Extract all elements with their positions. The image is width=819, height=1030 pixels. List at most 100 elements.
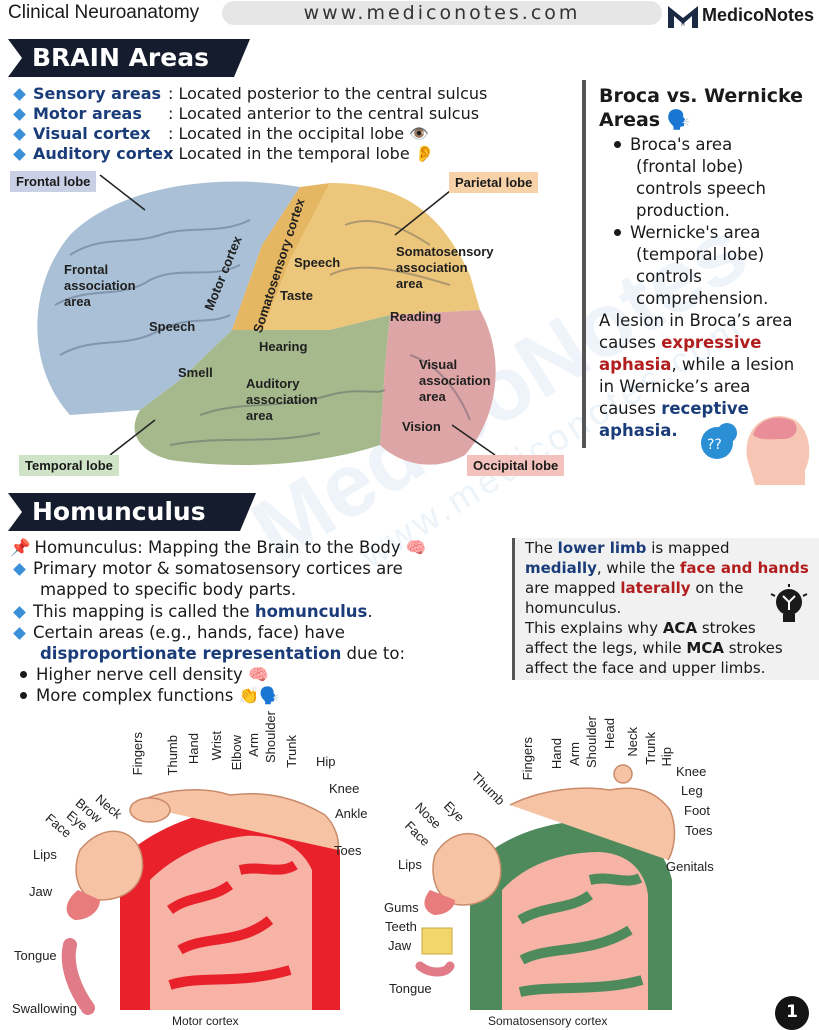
sub-bullet-density: Higher nerve cell density 🧠 [14, 665, 269, 685]
diamond-bullet-icon [13, 87, 26, 101]
svg-text:??: ?? [707, 437, 722, 453]
frontal-lobe-region [37, 181, 301, 415]
motor-label-arm: Arm [246, 733, 261, 757]
brand-logo[interactable]: M MedicoNotes [666, 0, 816, 30]
sensory-label-lips: Lips [398, 857, 422, 872]
occipital-lobe-tag: Occipital lobe [467, 455, 565, 476]
motor-label-thumb: Thumb [165, 735, 180, 776]
sensory-label-knee: Knee [676, 764, 707, 779]
motor-label-lips: Lips [33, 847, 57, 862]
sensory-label-toes: Toes [685, 823, 713, 838]
label-hearing: Hearing [259, 339, 308, 354]
bullet-auditory: Auditory cortex: Located in the temporal… [12, 144, 435, 164]
sensory-label-foot: Foot [684, 803, 711, 818]
homunculus-bullet-mapping: This mapping is called the homunculus. [12, 602, 373, 622]
frontal-lobe-tag: Frontal lobe [10, 171, 97, 192]
motor-label-fingers: Fingers [130, 732, 145, 776]
parietal-lobe-tag: Parietal lobe [449, 172, 539, 193]
label-vision: Vision [402, 419, 441, 434]
lesion-text: in Wernicke’s area [599, 377, 751, 396]
motor-face [75, 830, 144, 901]
homunculus-bullet-areas: Certain areas (e.g., hands, face) have [12, 623, 345, 643]
temporal-lobe-tag: Temporal lobe [19, 455, 119, 476]
label-taste: Taste [280, 288, 313, 303]
broca-item-line: controls speech [636, 179, 766, 198]
sensory-label-jaw: Jaw [388, 938, 412, 953]
diamond-bullet-icon [13, 147, 26, 161]
bullet-motor: Motor areas: Located anterior to the cen… [12, 104, 479, 124]
broca-item-line: (frontal lobe) [636, 157, 744, 176]
homunculus-banner: Homunculus [8, 493, 256, 531]
temporal-lobe-region [134, 315, 390, 465]
parietal-lobe-region [262, 183, 480, 333]
wernicke-item-line: controls [636, 267, 702, 286]
site-url[interactable]: www.mediconotes.com [222, 1, 662, 25]
brain-areas-banner: BRAIN Areas [8, 39, 250, 77]
motor-label-hand: Hand [186, 733, 201, 765]
label-speech-broca: Speech [149, 319, 196, 334]
homunculus-bullet-cortices-cont: mapped to specific body parts. [40, 580, 297, 599]
bullet-visual: Visual cortex: Located in the occipital … [12, 124, 429, 144]
motor-homunculus-figure [61, 789, 340, 1015]
bullet-dot-icon [20, 692, 27, 699]
sub-bullet-functions: More complex functions 👏🗣️ [14, 686, 280, 706]
sensory-label-hip: Hip [659, 747, 674, 767]
bullet-dot-icon [614, 141, 621, 148]
homunculus-bullet-cortices: Primary motor & somatosensory cortices a… [12, 559, 403, 579]
logo-text: MedicoNotes [702, 5, 815, 25]
lightbulb-idea-icon [770, 584, 808, 622]
sensory-homunculus-figure [415, 764, 676, 1010]
sensory-label-tongue: Tongue [389, 981, 432, 996]
sensory-label-fingers: Fingers [520, 737, 535, 781]
motor-label-tongue: Tongue [14, 948, 57, 963]
motor-cortex-region [232, 183, 330, 333]
banner-text: Homunculus [32, 497, 206, 526]
lesion-text: A lesion in Broca’s area [599, 311, 793, 330]
motor-label-wrist: Wrist [209, 731, 224, 761]
wernicke-item-line: (temporal lobe) [636, 245, 765, 264]
lesion-text: causes expressive [599, 333, 762, 352]
motor-label-elbow: Elbow [229, 735, 244, 771]
sensory-label-teeth: Teeth [385, 919, 417, 934]
diamond-bullet-icon [13, 127, 26, 141]
pin-icon: 📌 [10, 538, 31, 557]
sensory-label-genitals: Genitals [666, 859, 714, 874]
confused-head-icon: ?? [701, 416, 810, 485]
motor-label-toes: Toes [334, 843, 362, 858]
sensory-label-leg: Leg [681, 783, 703, 798]
motor-cortex-caption: Motor cortex [172, 1014, 239, 1028]
lesion-text: aphasia, while a lesion [599, 355, 795, 374]
motor-label-trunk: Trunk [284, 735, 299, 768]
sensory-label-shoulder: Shoulder [584, 716, 599, 769]
banner-text: BRAIN Areas [32, 43, 209, 72]
label-smell: Smell [178, 365, 213, 380]
motor-label-hip: Hip [316, 754, 336, 769]
bullet-sensory: Sensory areas: Located posterior to the … [12, 84, 487, 104]
sensory-label-head: Head [602, 718, 617, 750]
motor-label-jaw: Jaw [29, 884, 53, 899]
motor-label-knee: Knee [329, 781, 360, 796]
label-reading: Reading [390, 309, 442, 324]
motor-label-shoulder: Shoulder [263, 711, 278, 764]
diamond-bullet-icon [13, 605, 26, 619]
sensory-label-trunk: Trunk [643, 732, 658, 765]
bullet-dot-icon [614, 229, 621, 236]
page-number-badge: 1 [775, 996, 809, 1030]
sensory-cortex-caption: Somatosensory cortex [488, 1014, 608, 1028]
broca-item-line: production. [636, 201, 730, 220]
occipital-lobe-region [380, 310, 496, 465]
lesion-text: aphasia. [599, 421, 678, 440]
motor-label-swallowing: Swallowing [12, 1001, 78, 1016]
bullet-dot-icon [20, 671, 27, 678]
sensory-label-gums: Gums [384, 900, 419, 915]
homunculus-bullet-pin: 📌Homunculus: Mapping the Brain to the Bo… [10, 538, 427, 557]
broca-item: Broca's area [608, 134, 732, 156]
diamond-bullet-icon [13, 626, 26, 640]
diamond-bullet-icon [13, 107, 26, 121]
sensory-label-neck: Neck [625, 727, 640, 757]
